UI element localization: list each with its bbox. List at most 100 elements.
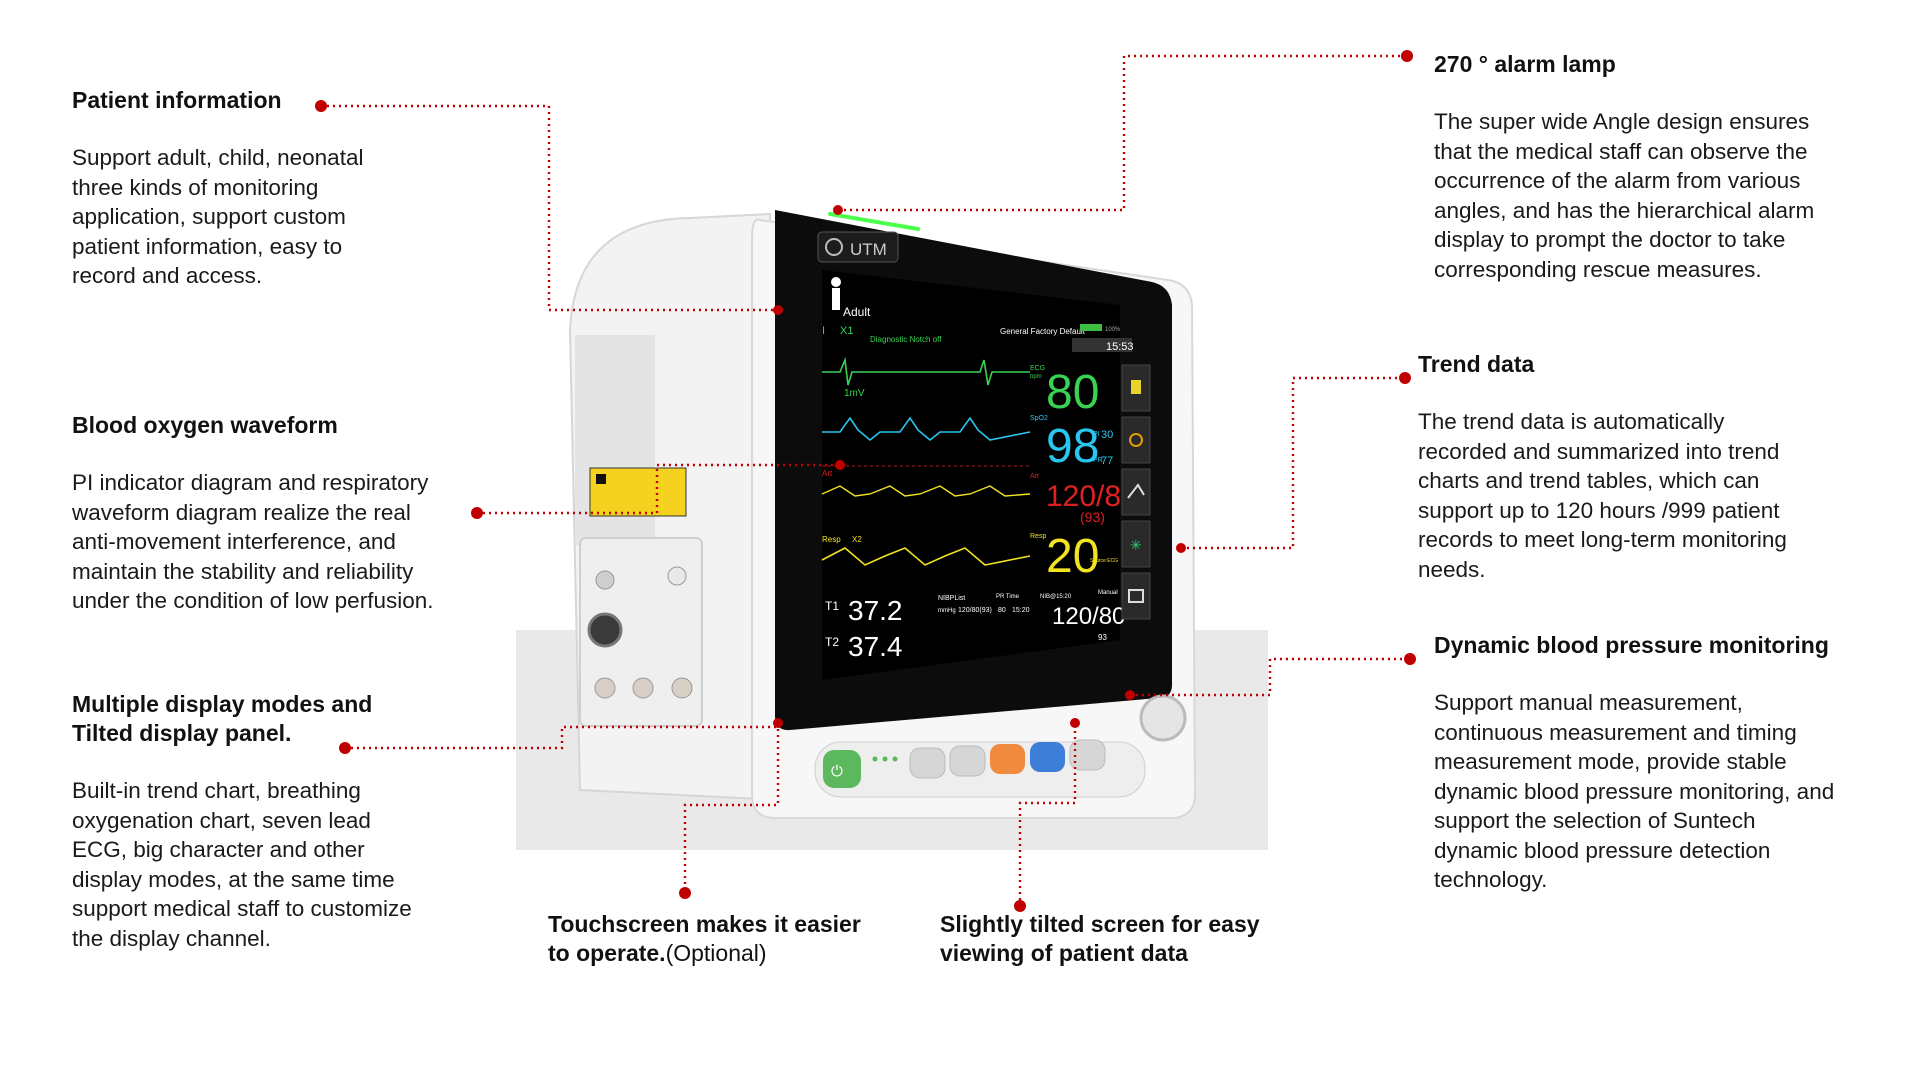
ecg-unit: bpm: [1030, 374, 1042, 380]
spo2-value: 98: [1046, 420, 1099, 473]
freeze-icon: ✳: [1130, 537, 1142, 553]
blood-oxygen-annotation: Blood oxygen waveform PI indicator diagr…: [72, 411, 492, 616]
callout-dot: [1401, 50, 1413, 62]
description-line: support up to 120 hours /999 patient: [1418, 497, 1780, 523]
callout-dynamic-bp: [1130, 657, 1410, 697]
touchscreen-annotation: Touchscreen makes it easier to operate.(…: [548, 910, 908, 968]
connector-port: [594, 677, 616, 699]
clock: 15:53: [1106, 341, 1134, 353]
description-line: three kinds of monitoring: [72, 174, 319, 200]
pr-list-value: 80: [998, 607, 1006, 614]
description-line: The trend data is automatically: [1418, 409, 1725, 434]
menu-key[interactable]: [1069, 739, 1106, 771]
alarm-lamp: [828, 212, 920, 231]
abp-label: Art: [1030, 473, 1039, 480]
freeze-key[interactable]: [1030, 742, 1065, 772]
callout-dot: [773, 305, 783, 315]
connector-port: [595, 570, 615, 590]
alarm-silence-button[interactable]: [1121, 416, 1151, 464]
blood-oxygen-title: Blood oxygen waveform: [72, 412, 338, 438]
touchscreen-bold-text: to operate.: [548, 940, 666, 966]
description-line: corresponding rescue measures.: [1434, 256, 1762, 282]
description-line: The super wide Angle design ensures: [1434, 109, 1810, 134]
callout-dot: [339, 742, 351, 754]
t1-label: T1: [825, 599, 839, 613]
trend-icon: [1131, 380, 1141, 394]
layout-button[interactable]: [1121, 572, 1151, 620]
record-button[interactable]: [949, 745, 986, 777]
brand-logo-text: UTM: [850, 240, 887, 259]
description-line: dynamic blood pressure detection: [1434, 837, 1771, 863]
dynamic-bp-annotation: Dynamic blood pressure monitoring Suppor…: [1434, 631, 1914, 895]
callout-dot: [1176, 543, 1186, 553]
title-line: Tilted display panel.: [72, 720, 292, 746]
callout-dot: [471, 507, 483, 519]
battery-icon: [1080, 324, 1102, 331]
alarm-pause-button[interactable]: [909, 747, 946, 779]
touchscreen-line-1: Touchscreen makes it easier: [548, 911, 861, 937]
brand-logo-emblem: [825, 238, 843, 256]
description-line: angles, and has the hierarchical alarm: [1434, 197, 1815, 223]
power-button[interactable]: [823, 750, 861, 788]
alarm-silence-icon: [1129, 433, 1143, 447]
callout-display-modes: [345, 725, 778, 750]
description-line: dynamic blood pressure monitoring, and: [1434, 778, 1835, 804]
ecg-connector-port: [587, 612, 623, 648]
trend-data-title: Trend data: [1418, 351, 1535, 377]
description-line: charts and trend tables, which can: [1418, 468, 1760, 493]
nibp-value: 120/80: [1052, 603, 1125, 630]
layout-icon: [1128, 589, 1144, 603]
description-line: display to prompt the doctor to take: [1434, 227, 1786, 252]
callout-touchscreen: [683, 723, 780, 890]
resp-value: 20: [1046, 530, 1099, 583]
side-menu-button[interactable]: [1121, 364, 1151, 412]
dynamic-bp-title: Dynamic blood pressure monitoring: [1434, 632, 1829, 658]
clock-box: [1072, 338, 1132, 352]
spo2-label: SpO2: [1030, 415, 1048, 422]
callout-dot: [773, 718, 783, 728]
indicator-led: [872, 756, 878, 762]
callout-dot: [679, 887, 691, 899]
nibp-label: NIB@15:20: [1040, 594, 1072, 600]
tilted-screen-line: Slightly tilted screen for easy: [940, 911, 1260, 937]
description-line: records to meet long-term monitoring: [1418, 527, 1787, 552]
resp-lead: X2: [852, 535, 862, 544]
rotary-knob[interactable]: [1139, 694, 1187, 742]
callout-dot: [1014, 900, 1026, 912]
patient-info-title: Patient information: [72, 87, 282, 113]
callout-patient-info: [321, 104, 778, 312]
ecg-lead-marker: I: [822, 325, 825, 337]
power-icon: ⏻: [831, 763, 843, 780]
nibp-list-value: 120/80(93): [958, 607, 992, 614]
freeze-button[interactable]: [1121, 520, 1151, 568]
description-line: Support adult, child, neonatal: [72, 145, 364, 170]
nibp-button[interactable]: [1121, 468, 1151, 516]
resp-waveform: [821, 547, 1031, 566]
description-line: PI indicator diagram and respiratory: [72, 470, 429, 495]
description-line: recorded and summarized into trend: [1418, 438, 1780, 464]
nibp-mean: 93: [1098, 633, 1107, 642]
pi-label: PI: [1093, 431, 1100, 438]
pr-value: 77: [1101, 455, 1113, 467]
description-line: waveform diagram realize the real: [72, 499, 411, 525]
patient-info-description: Support adult, child, neonatal three kin…: [72, 143, 472, 291]
description-line: measurement mode, provide stable: [1434, 749, 1787, 774]
alarm-lamp-annotation: 270 ° alarm lamp The super wide Angle de…: [1434, 50, 1904, 284]
description-line: support the selection of Suntech: [1434, 808, 1756, 833]
config-name: General Factory Default: [1000, 327, 1086, 336]
warning-label-icon: [596, 474, 606, 484]
t2-value: 37.4: [848, 631, 903, 662]
t1-value: 37.2: [848, 595, 903, 626]
description-line: continuous measurement and timing: [1434, 719, 1797, 745]
nibp-list-label: NIBPList: [938, 595, 965, 602]
callout-dot: [1399, 372, 1411, 384]
ecg-note: Diagnostic Notch off: [870, 335, 942, 344]
pr-time-label: PR Time: [996, 594, 1020, 600]
indicator-led: [882, 756, 888, 762]
display-modes-annotation: Multiple display modes and Tilted displa…: [72, 690, 492, 953]
description-line: display modes, at the same time: [72, 866, 395, 892]
spo2-waveform: [822, 416, 1031, 442]
art-label: Art: [822, 469, 833, 478]
nibp-start-button[interactable]: [990, 744, 1025, 774]
